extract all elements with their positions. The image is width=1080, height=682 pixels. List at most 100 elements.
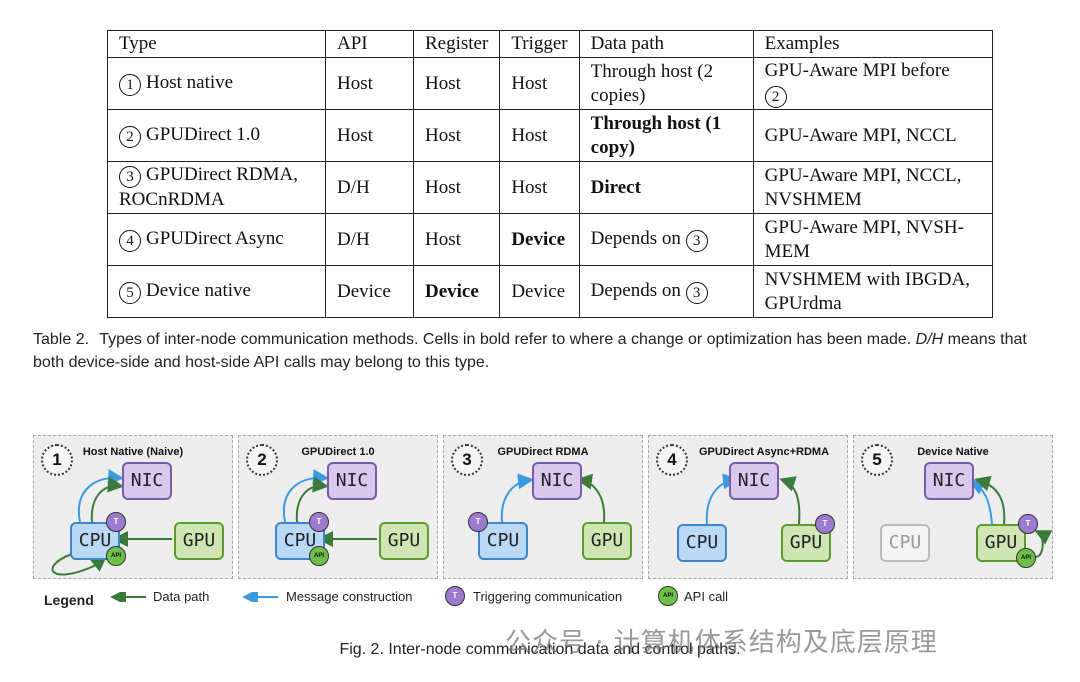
type-label: Host native xyxy=(146,72,234,93)
datapath-cell: Through host (2 copies) xyxy=(578,57,754,110)
row-ref: 3 xyxy=(685,282,708,304)
legend-data-path: Data path xyxy=(153,589,210,604)
datapath-text: Depends on xyxy=(590,280,681,301)
trigger-cell: Device xyxy=(499,265,580,318)
panel-number: 5 xyxy=(861,444,893,476)
panel-title: GPUDirect 1.0 xyxy=(301,446,375,458)
examples-cell: GPU-Aware MPI, NVSH-MEM xyxy=(752,213,993,266)
api-cell: Device xyxy=(325,265,414,318)
register-cell: Host xyxy=(412,213,501,266)
message-arrow-icon xyxy=(242,592,278,602)
register-cell: Host xyxy=(412,109,501,162)
comm-methods-table: Type API Register Trigger Data path Exam… xyxy=(107,30,993,318)
gpu-box: GPU xyxy=(379,522,429,560)
examples-text: GPU-Aware MPI before xyxy=(764,60,950,81)
cpu-box: CPU xyxy=(677,524,727,562)
api-badge: API xyxy=(106,546,126,566)
trigger-badge: T xyxy=(815,514,835,534)
type-label: GPUDirect 1.0 xyxy=(146,124,260,145)
type-label: GPUDirect RDMA, ROCnRDMA xyxy=(119,164,298,210)
api-badge: API xyxy=(1016,548,1036,568)
legend-title: Legend xyxy=(44,592,94,608)
figure-caption: Fig. 2. Inter-node communication data an… xyxy=(339,641,741,658)
row-number: 4 xyxy=(119,230,141,252)
panel-gpudirect-rdma: 3 GPUDirect RDMA NIC CPU GPU T xyxy=(443,435,643,579)
panel-arrows xyxy=(500,473,606,523)
register-cell: Host xyxy=(412,57,501,110)
gpu-box: GPU xyxy=(174,522,224,560)
panel-title: GPUDirect RDMA xyxy=(497,446,589,458)
datapath-cell: Direct xyxy=(578,161,754,214)
examples-cell: NVSHMEM with IBGDA, GPUrdma xyxy=(752,265,993,318)
panel-arrows xyxy=(51,469,172,576)
type-label: Device native xyxy=(146,280,251,301)
row-number: 1 xyxy=(119,74,141,96)
panel-number: 1 xyxy=(41,444,73,476)
trigger-badge: T xyxy=(106,512,126,532)
panel-gpudirect-1: 2 GPUDirect 1.0 NIC CPU GPU T API xyxy=(238,435,438,579)
panel-number: 2 xyxy=(246,444,278,476)
panel-number: 4 xyxy=(656,444,688,476)
api-cell: D/H xyxy=(325,213,414,266)
table-caption-text: Types of inter-node communication method… xyxy=(99,331,912,348)
panel-title: Host Native (Naive) xyxy=(82,446,184,458)
api-cell: Host xyxy=(325,57,414,110)
datapath-text: Depends on xyxy=(590,228,681,249)
register-cell: Host xyxy=(412,161,501,214)
panel-device-native: 5 Device Native NIC CPU GPU T API xyxy=(853,435,1053,579)
panel-host-native: 1 Host Native (Naive) NIC CPU GPU T API xyxy=(33,435,233,579)
col-header-register: Register xyxy=(412,30,501,58)
row-number: 5 xyxy=(119,282,141,304)
col-header-trigger: Trigger xyxy=(499,30,580,58)
trigger-cell: Host xyxy=(499,57,580,110)
cpu-box: CPU xyxy=(478,522,528,560)
col-header-type: Type xyxy=(107,30,326,58)
api-legend-icon: API xyxy=(658,586,678,606)
row-number: 3 xyxy=(119,166,141,188)
panel-number: 3 xyxy=(451,444,483,476)
examples-cell: GPU-Aware MPI, NCCL, NVSHMEM xyxy=(752,161,993,214)
api-cell: Host xyxy=(325,109,414,162)
datapath-cell: Depends on 3 xyxy=(578,213,754,266)
nic-box: NIC xyxy=(532,462,582,500)
nic-box: NIC xyxy=(122,462,172,500)
col-header-datapath: Data path xyxy=(578,30,754,58)
trigger-cell: Host xyxy=(499,109,580,162)
legend-trigger: Triggering communication xyxy=(473,589,623,604)
panel-title: Device Native xyxy=(917,446,989,458)
trigger-badge: T xyxy=(1018,514,1038,534)
table-header-row: Type API Register Trigger Data path Exam… xyxy=(107,30,993,58)
api-badge: API xyxy=(309,546,329,566)
row-ref: 3 xyxy=(685,230,708,252)
type-label: GPUDirect Async xyxy=(146,228,284,249)
nic-box: NIC xyxy=(327,462,377,500)
legend-message: Message construction xyxy=(286,589,413,604)
panel-gpudirect-async: 4 GPUDirect Async+RDMA NIC CPU GPU T xyxy=(648,435,848,579)
panel-arrows xyxy=(282,469,377,547)
nic-box: NIC xyxy=(924,462,974,500)
col-header-api: API xyxy=(325,30,414,58)
register-cell: Device xyxy=(412,265,501,318)
table-caption-text-2: means that both device-side and host-sid… xyxy=(33,331,1027,371)
trigger-legend-icon: T xyxy=(445,586,465,606)
datapath-cell: Depends on 3 xyxy=(578,265,754,318)
examples-cell: GPU-Aware MPI, NCCL xyxy=(752,109,993,162)
trigger-badge: T xyxy=(309,512,329,532)
panel-title: GPUDirect Async+RDMA xyxy=(698,446,830,458)
table-caption: Table 2. Types of inter-node communicati… xyxy=(33,328,1058,374)
legend-api-call: API call xyxy=(684,589,729,604)
row-ref: 2 xyxy=(764,86,787,108)
cpu-box-inactive: CPU xyxy=(880,524,930,562)
row-number: 2 xyxy=(119,126,141,148)
trigger-cell: Host xyxy=(499,161,580,214)
col-header-examples: Examples xyxy=(752,30,993,58)
